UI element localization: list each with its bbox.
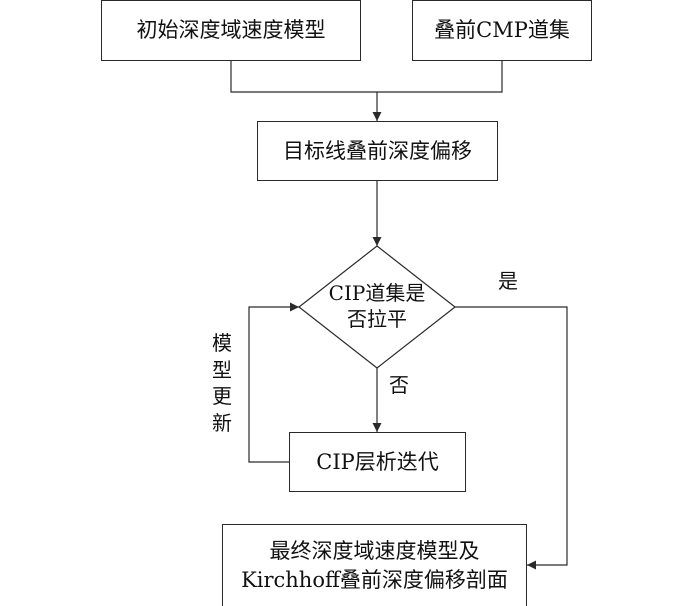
node-prestack-cmp-gathers: 叠前CMP道集 [412, 0, 592, 61]
node-prestack-cmp-gathers-label: 叠前CMP道集 [434, 18, 570, 43]
decision-label-line-1: CIP道集是 [328, 281, 426, 305]
connector-prestack-cmp [377, 61, 503, 93]
connector-init-model [230, 61, 377, 93]
node-final-result-line-2: Kirchhoff叠前深度偏移剖面 [241, 567, 508, 592]
edge-label-yes: 是 [498, 269, 518, 293]
node-cip-tomography: CIP层析迭代 [289, 432, 466, 492]
edge-label-no: 否 [389, 373, 409, 397]
node-initial-velocity-model-label: 初始深度域速度模型 [136, 18, 326, 43]
node-target-line-migration-label: 目标线叠前深度偏移 [283, 138, 472, 163]
edge-label-model-update: 模 型 更 新 [212, 331, 232, 435]
node-final-result: 最终深度域速度模型及 Kirchhoff叠前深度偏移剖面 [222, 524, 527, 606]
decision-label: CIP道集是 否拉平 [309, 280, 445, 332]
arrow-yes-to-final [455, 306, 568, 570]
node-target-line-migration: 目标线叠前深度偏移 [257, 121, 498, 181]
arrow-model-update-loop [248, 302, 299, 463]
node-cip-tomography-label: CIP层析迭代 [316, 449, 439, 474]
node-initial-velocity-model: 初始深度域速度模型 [101, 0, 361, 61]
node-final-result-line-1: 最终深度域速度模型及 [269, 539, 480, 564]
decision-label-line-2: 否拉平 [347, 307, 407, 331]
